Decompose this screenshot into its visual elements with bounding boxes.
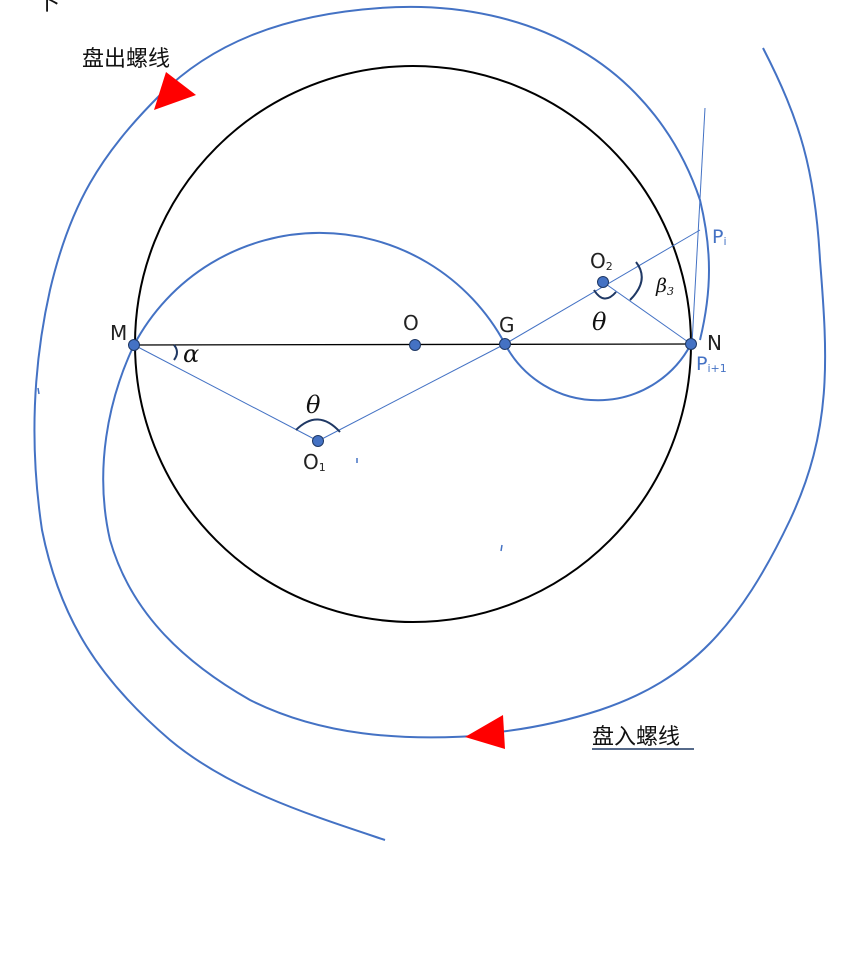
angle-theta-o1-mark: [295, 418, 341, 433]
label-n: N: [707, 331, 722, 355]
corner-glyph: 卜: [38, 0, 60, 16]
point-o: [409, 339, 421, 351]
label-g: G: [499, 313, 515, 337]
arrow-spiral-in: [465, 715, 505, 749]
label-m: M: [110, 321, 127, 345]
tangent-line: [691, 107, 706, 345]
point-n: [685, 338, 697, 350]
arc-m-g: [133, 231, 506, 346]
stray-mark-3: [500, 544, 503, 552]
spiral-out-curve: [489, 47, 827, 734]
angle-theta-o2-mark: [593, 289, 617, 300]
label-o1: O1: [303, 450, 326, 474]
spiral-in-curve: [102, 344, 491, 739]
angle-alpha-mark: [173, 344, 178, 361]
angle-alpha-label: α: [183, 340, 199, 368]
line-o2-n: [602, 281, 692, 345]
stray-mark-1: [37, 387, 40, 395]
label-o: O: [403, 311, 419, 335]
point-o1: [312, 435, 324, 447]
label-pi: Pi: [712, 226, 727, 248]
point-g: [499, 338, 511, 350]
angle-beta-label: β3: [655, 275, 674, 298]
spiral-out-curve-left: [33, 5, 710, 841]
angle-theta-o2-label: θ: [592, 308, 607, 336]
line-o1-g: [317, 343, 506, 442]
label-o2: O2: [590, 249, 613, 273]
line-m-o1: [133, 344, 319, 442]
point-m: [128, 339, 140, 351]
arc-g-n: [504, 343, 692, 402]
label-pi1: Pi+1: [696, 353, 727, 375]
angle-theta-o1-label: θ: [306, 391, 321, 419]
angle-beta-mark: [629, 261, 643, 301]
arrow-spiral-out: [154, 72, 196, 110]
point-o2: [597, 276, 609, 288]
spiral-in-label: 盘入螺线: [592, 725, 680, 750]
spiral-out-label: 盘出螺线: [82, 47, 170, 72]
